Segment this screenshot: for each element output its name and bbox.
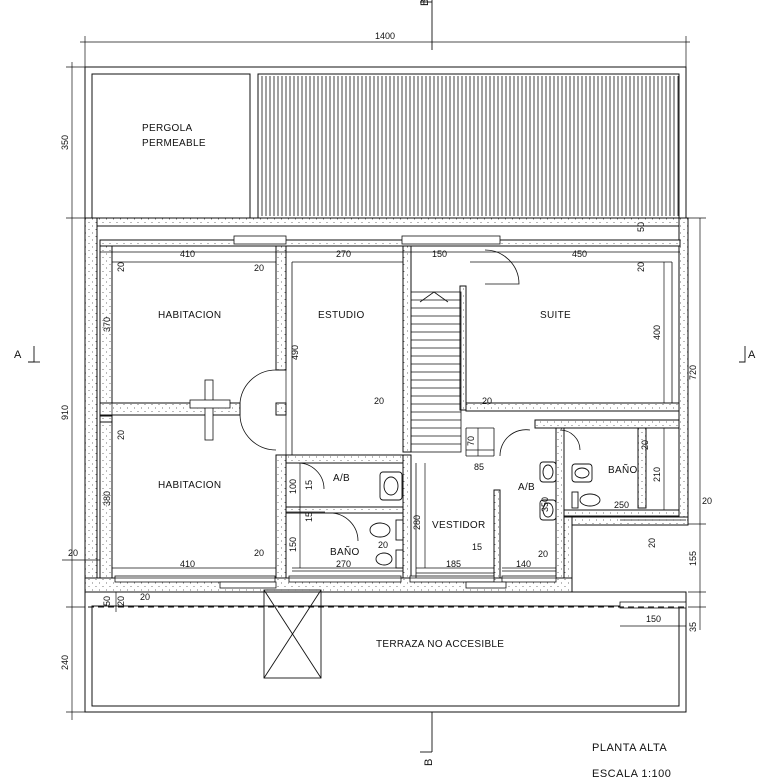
dim-150-mid: 150 bbox=[288, 537, 298, 552]
dim-100: 100 bbox=[288, 479, 298, 494]
cut-label-b-top: B bbox=[419, 0, 431, 6]
label-vestidor: VESTIDOR bbox=[432, 520, 486, 531]
dim-top-50: 50 bbox=[636, 222, 646, 232]
dim-490: 490 bbox=[290, 345, 300, 360]
dim-250: 250 bbox=[614, 500, 629, 510]
dim-15-a: 15 bbox=[304, 480, 314, 490]
partition-cross bbox=[189, 379, 231, 441]
label-bano-main: BAÑO bbox=[330, 545, 360, 558]
plan-scale: ESCALA 1:100 bbox=[592, 768, 672, 780]
dim-right-20: 20 bbox=[702, 496, 712, 506]
room-labels: PERGOLA PERMEABLE HABITACION ESTUDIO SUI… bbox=[142, 123, 638, 650]
dim-left-pergola: 350 bbox=[60, 135, 70, 150]
cut-label-b-bottom: B bbox=[423, 759, 435, 766]
dim-150-top: 150 bbox=[432, 249, 447, 259]
dim-20-k: 20 bbox=[254, 548, 264, 558]
label-ab-right: A/B bbox=[518, 482, 535, 493]
interior-lines bbox=[112, 249, 673, 578]
label-terraza: TERRAZA NO ACCESIBLE bbox=[376, 639, 504, 650]
label-pergola-1: PERGOLA bbox=[142, 123, 192, 134]
dim-right-150: 150 bbox=[646, 614, 661, 624]
dim-370: 370 bbox=[102, 317, 112, 332]
label-ab-left: A/B bbox=[333, 473, 350, 484]
label-bano-suite: BAÑO bbox=[608, 463, 638, 476]
dimension-labels: 1400 350 910 240 720 155 35 150 20 20 50… bbox=[60, 31, 712, 670]
label-habitacion-bottom: HABITACION bbox=[158, 480, 221, 491]
windows bbox=[114, 235, 687, 609]
dim-280: 280 bbox=[412, 515, 422, 530]
section-lines bbox=[28, 0, 746, 753]
dim-270-bot: 270 bbox=[336, 559, 351, 569]
label-pergola-2: PERMEABLE bbox=[142, 138, 206, 149]
dim-450-top: 450 bbox=[572, 249, 587, 259]
dim-210: 210 bbox=[652, 467, 662, 482]
dim-20-g: 20 bbox=[640, 440, 650, 450]
dim-410-top: 410 bbox=[180, 249, 195, 259]
site-outline bbox=[84, 66, 687, 713]
dim-85: 85 bbox=[474, 462, 484, 472]
dim-20-i: 20 bbox=[538, 549, 548, 559]
walls bbox=[84, 217, 689, 593]
dim-270-top: 270 bbox=[336, 249, 351, 259]
dim-20-l: 20 bbox=[116, 596, 126, 606]
dim-20-d: 20 bbox=[374, 396, 384, 406]
dim-20-a: 20 bbox=[116, 262, 126, 272]
skylight bbox=[263, 589, 322, 679]
dim-380: 380 bbox=[102, 491, 112, 506]
dim-15-c: 15 bbox=[472, 542, 482, 552]
label-estudio: ESTUDIO bbox=[318, 310, 365, 321]
dim-20-m: 20 bbox=[140, 592, 150, 602]
dim-140: 140 bbox=[516, 559, 531, 569]
pergola-slats bbox=[261, 76, 679, 216]
label-habitacion-top: HABITACION bbox=[158, 310, 221, 321]
dim-400: 400 bbox=[652, 325, 662, 340]
dim-right-155: 155 bbox=[688, 551, 698, 566]
dim-right-house: 720 bbox=[688, 365, 698, 380]
dim-right-35: 35 bbox=[688, 622, 698, 632]
dim-410-bot: 410 bbox=[180, 559, 195, 569]
dim-20-c: 20 bbox=[636, 262, 646, 272]
dim-left-terraza: 240 bbox=[60, 655, 70, 670]
dim-20-h: 20 bbox=[378, 540, 388, 550]
dim-20-b: 20 bbox=[254, 263, 264, 273]
dim-20-j: 20 bbox=[68, 548, 78, 558]
dim-20-f: 20 bbox=[116, 430, 126, 440]
dim-15-b: 15 bbox=[304, 512, 314, 522]
dimension-lines bbox=[62, 36, 706, 720]
dim-70: 70 bbox=[466, 436, 476, 446]
stair-treads bbox=[411, 299, 461, 445]
plan-title: PLANTA ALTA bbox=[592, 742, 668, 754]
label-suite: SUITE bbox=[540, 310, 571, 321]
section-cut-labels: A A B B bbox=[14, 0, 756, 766]
cut-label-a-left: A bbox=[14, 349, 22, 361]
dim-50-bot: 50 bbox=[102, 596, 112, 606]
cut-label-a-right: A bbox=[748, 349, 756, 361]
dim-right-20b: 20 bbox=[647, 538, 657, 548]
dim-185: 185 bbox=[446, 559, 461, 569]
dim-top-total: 1400 bbox=[375, 31, 395, 41]
dim-left-house: 910 bbox=[60, 405, 70, 420]
dim-350: 350 bbox=[540, 497, 550, 512]
dim-20-e: 20 bbox=[482, 396, 492, 406]
